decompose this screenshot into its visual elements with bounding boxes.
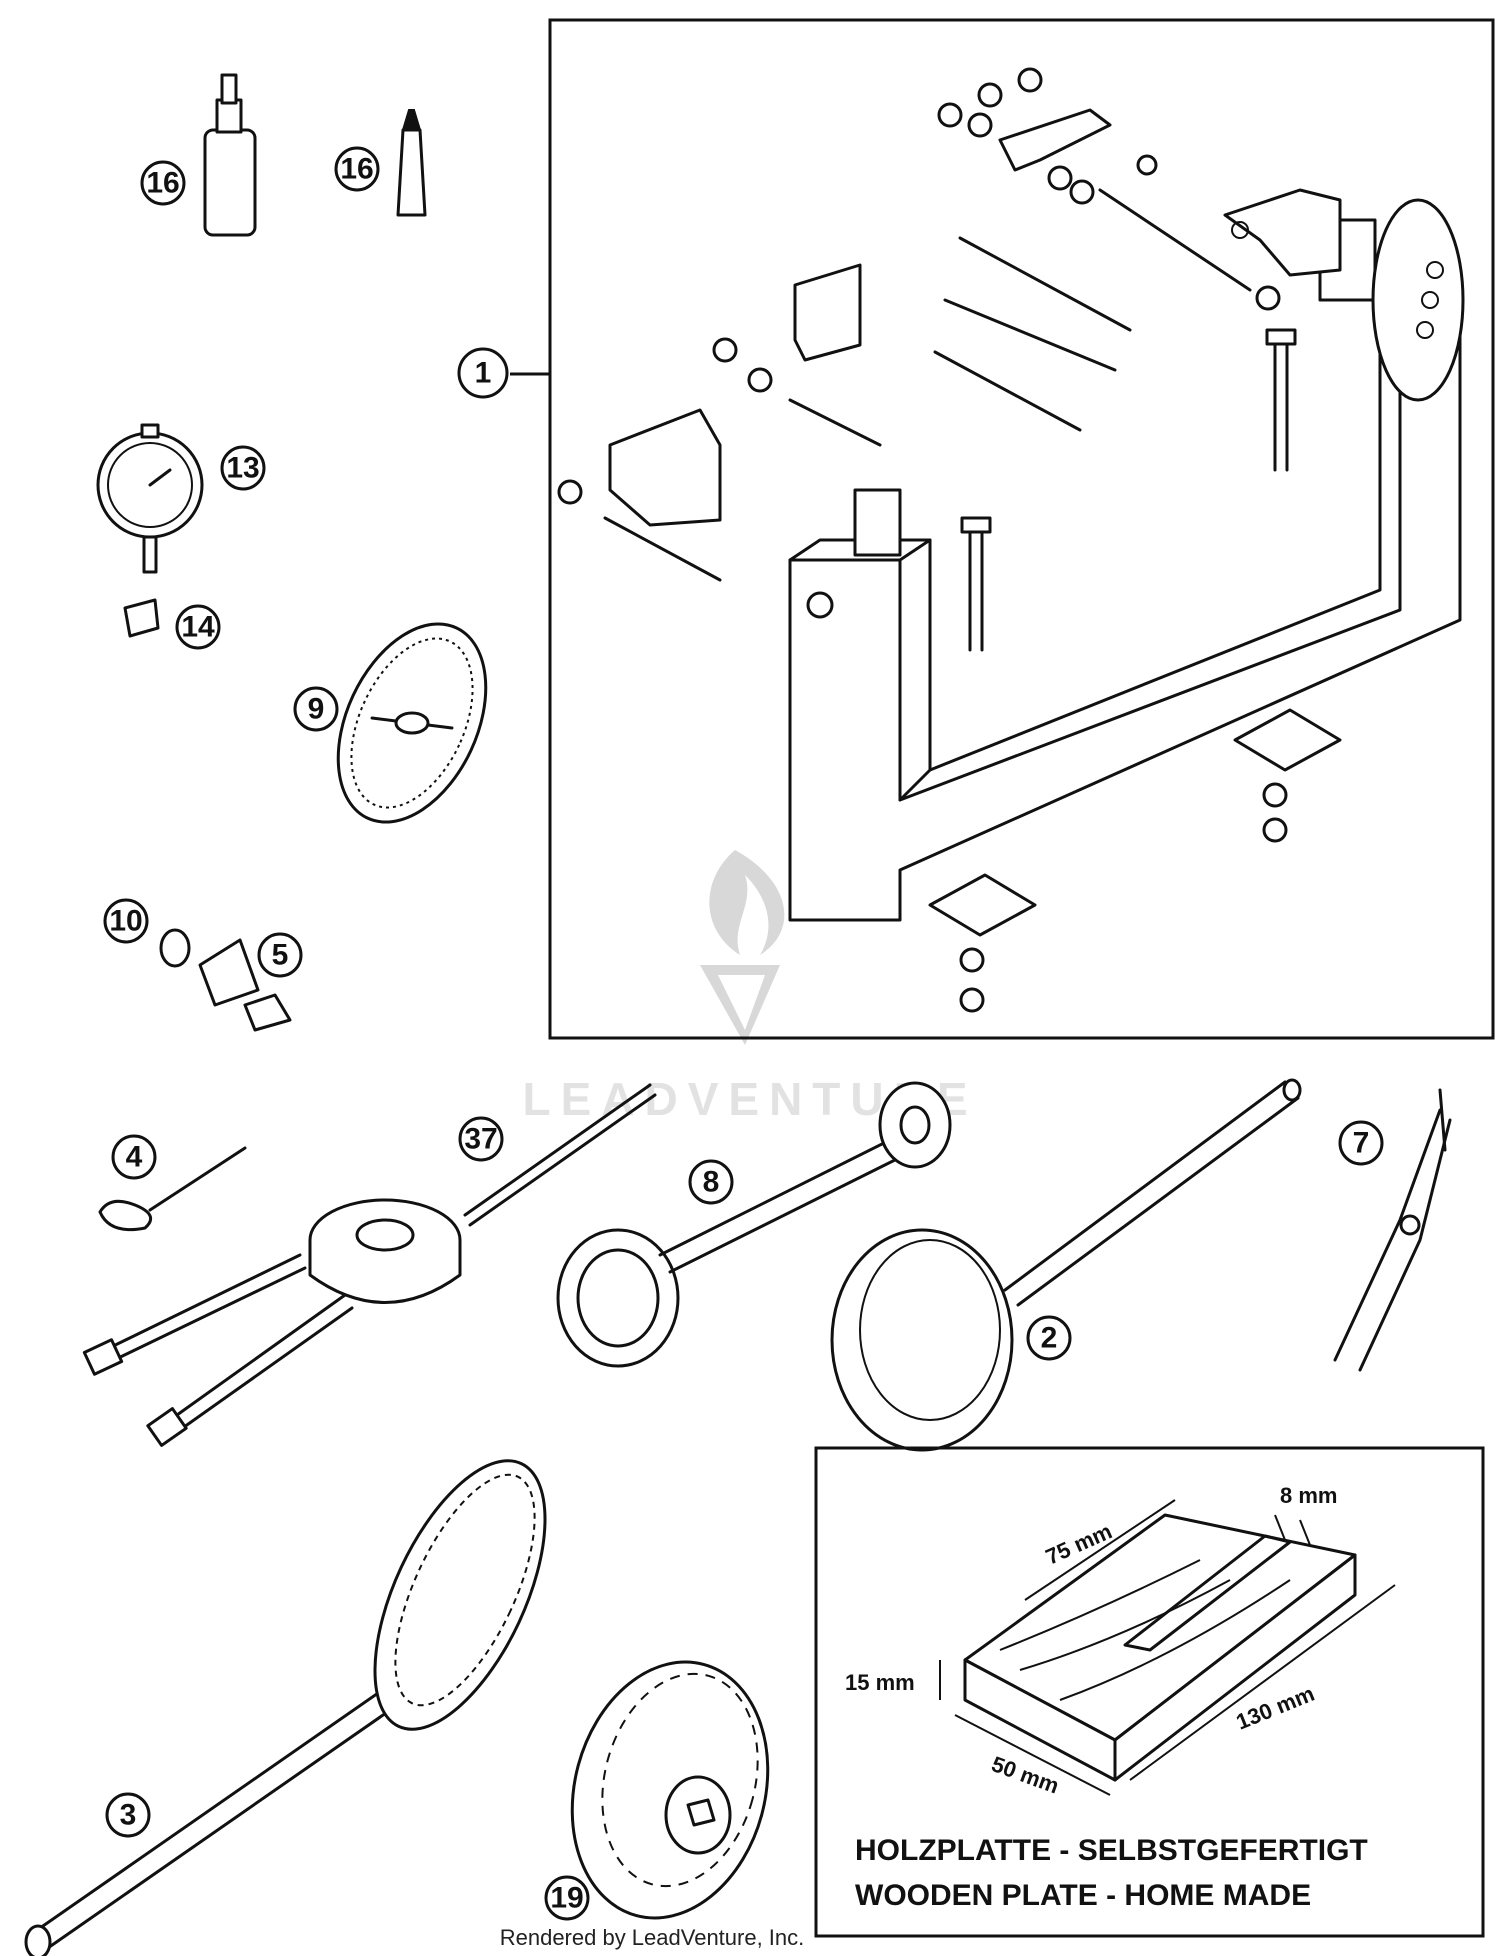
callout-2: 2	[1026, 1315, 1072, 1361]
threadlocker-bottle-drawing	[203, 73, 257, 237]
frame-box	[548, 18, 1495, 1040]
svg-text:1: 1	[475, 357, 492, 390]
callout-5: 5	[257, 932, 303, 978]
callout-37: 37	[458, 1116, 504, 1162]
dim-50mm: 50 mm	[988, 1751, 1062, 1798]
rotor-holder-drawing	[570, 1660, 770, 1920]
clutch-basket-holder-drawing	[24, 1459, 547, 1956]
callout-19: 19	[544, 1875, 590, 1921]
clutch-holder-drawing	[830, 1078, 1302, 1452]
callout-1: 1	[457, 347, 509, 399]
svg-text:19: 19	[550, 1882, 583, 1915]
callout-13: 13	[220, 445, 266, 491]
callout-10: 10	[103, 898, 149, 944]
callout-9: 9	[293, 686, 339, 732]
svg-text:8: 8	[703, 1166, 720, 1199]
svg-text:3: 3	[120, 1799, 137, 1832]
wooden-plate-box	[814, 1446, 1485, 1938]
callout-7: 7	[1338, 1120, 1384, 1166]
dim-8mm: 8 mm	[1280, 1483, 1337, 1508]
callout-4: 4	[111, 1134, 157, 1180]
callout-16-tube: 16	[334, 146, 380, 192]
flywheel-puller-drawing	[82, 1083, 657, 1447]
callout-14: 14	[175, 604, 221, 650]
callout-8: 8	[688, 1159, 734, 1205]
note-english: WOODEN PLATE - HOME MADE	[855, 1879, 1311, 1912]
holding-wrench-drawing	[556, 1081, 952, 1368]
engine-stand-drawing	[557, 67, 1465, 1013]
callout-3: 3	[105, 1792, 151, 1838]
wooden-plate-drawing	[939, 1499, 1396, 1796]
svg-text:16: 16	[340, 153, 373, 186]
locking-pin-drawing	[98, 1146, 247, 1232]
rendered-by-footer: Rendered by LeadVenture, Inc.	[500, 1925, 805, 1950]
piston-pin-tool-drawing	[159, 928, 292, 1032]
degree-wheel-drawing	[336, 622, 488, 824]
svg-text:37: 37	[464, 1123, 497, 1156]
svg-text:5: 5	[272, 939, 289, 972]
sealant-tube-drawing	[396, 109, 427, 217]
dim-15mm: 15 mm	[845, 1670, 915, 1695]
note-german: HOLZPLATTE - SELBSTGEFERTIGT	[855, 1834, 1368, 1867]
svg-text:14: 14	[181, 611, 215, 644]
svg-text:7: 7	[1353, 1127, 1370, 1160]
svg-text:13: 13	[226, 452, 259, 485]
svg-text:2: 2	[1041, 1322, 1058, 1355]
gauge-adapter-drawing	[123, 598, 160, 638]
circlip-pliers-drawing	[1333, 1088, 1452, 1372]
dim-130mm: 130 mm	[1233, 1681, 1318, 1735]
svg-text:10: 10	[109, 905, 142, 938]
svg-text:16: 16	[146, 167, 179, 200]
callout-16-bottle: 16	[140, 160, 186, 206]
svg-text:9: 9	[308, 693, 325, 726]
svg-text:4: 4	[126, 1141, 143, 1174]
dial-gauge-drawing	[96, 423, 204, 574]
